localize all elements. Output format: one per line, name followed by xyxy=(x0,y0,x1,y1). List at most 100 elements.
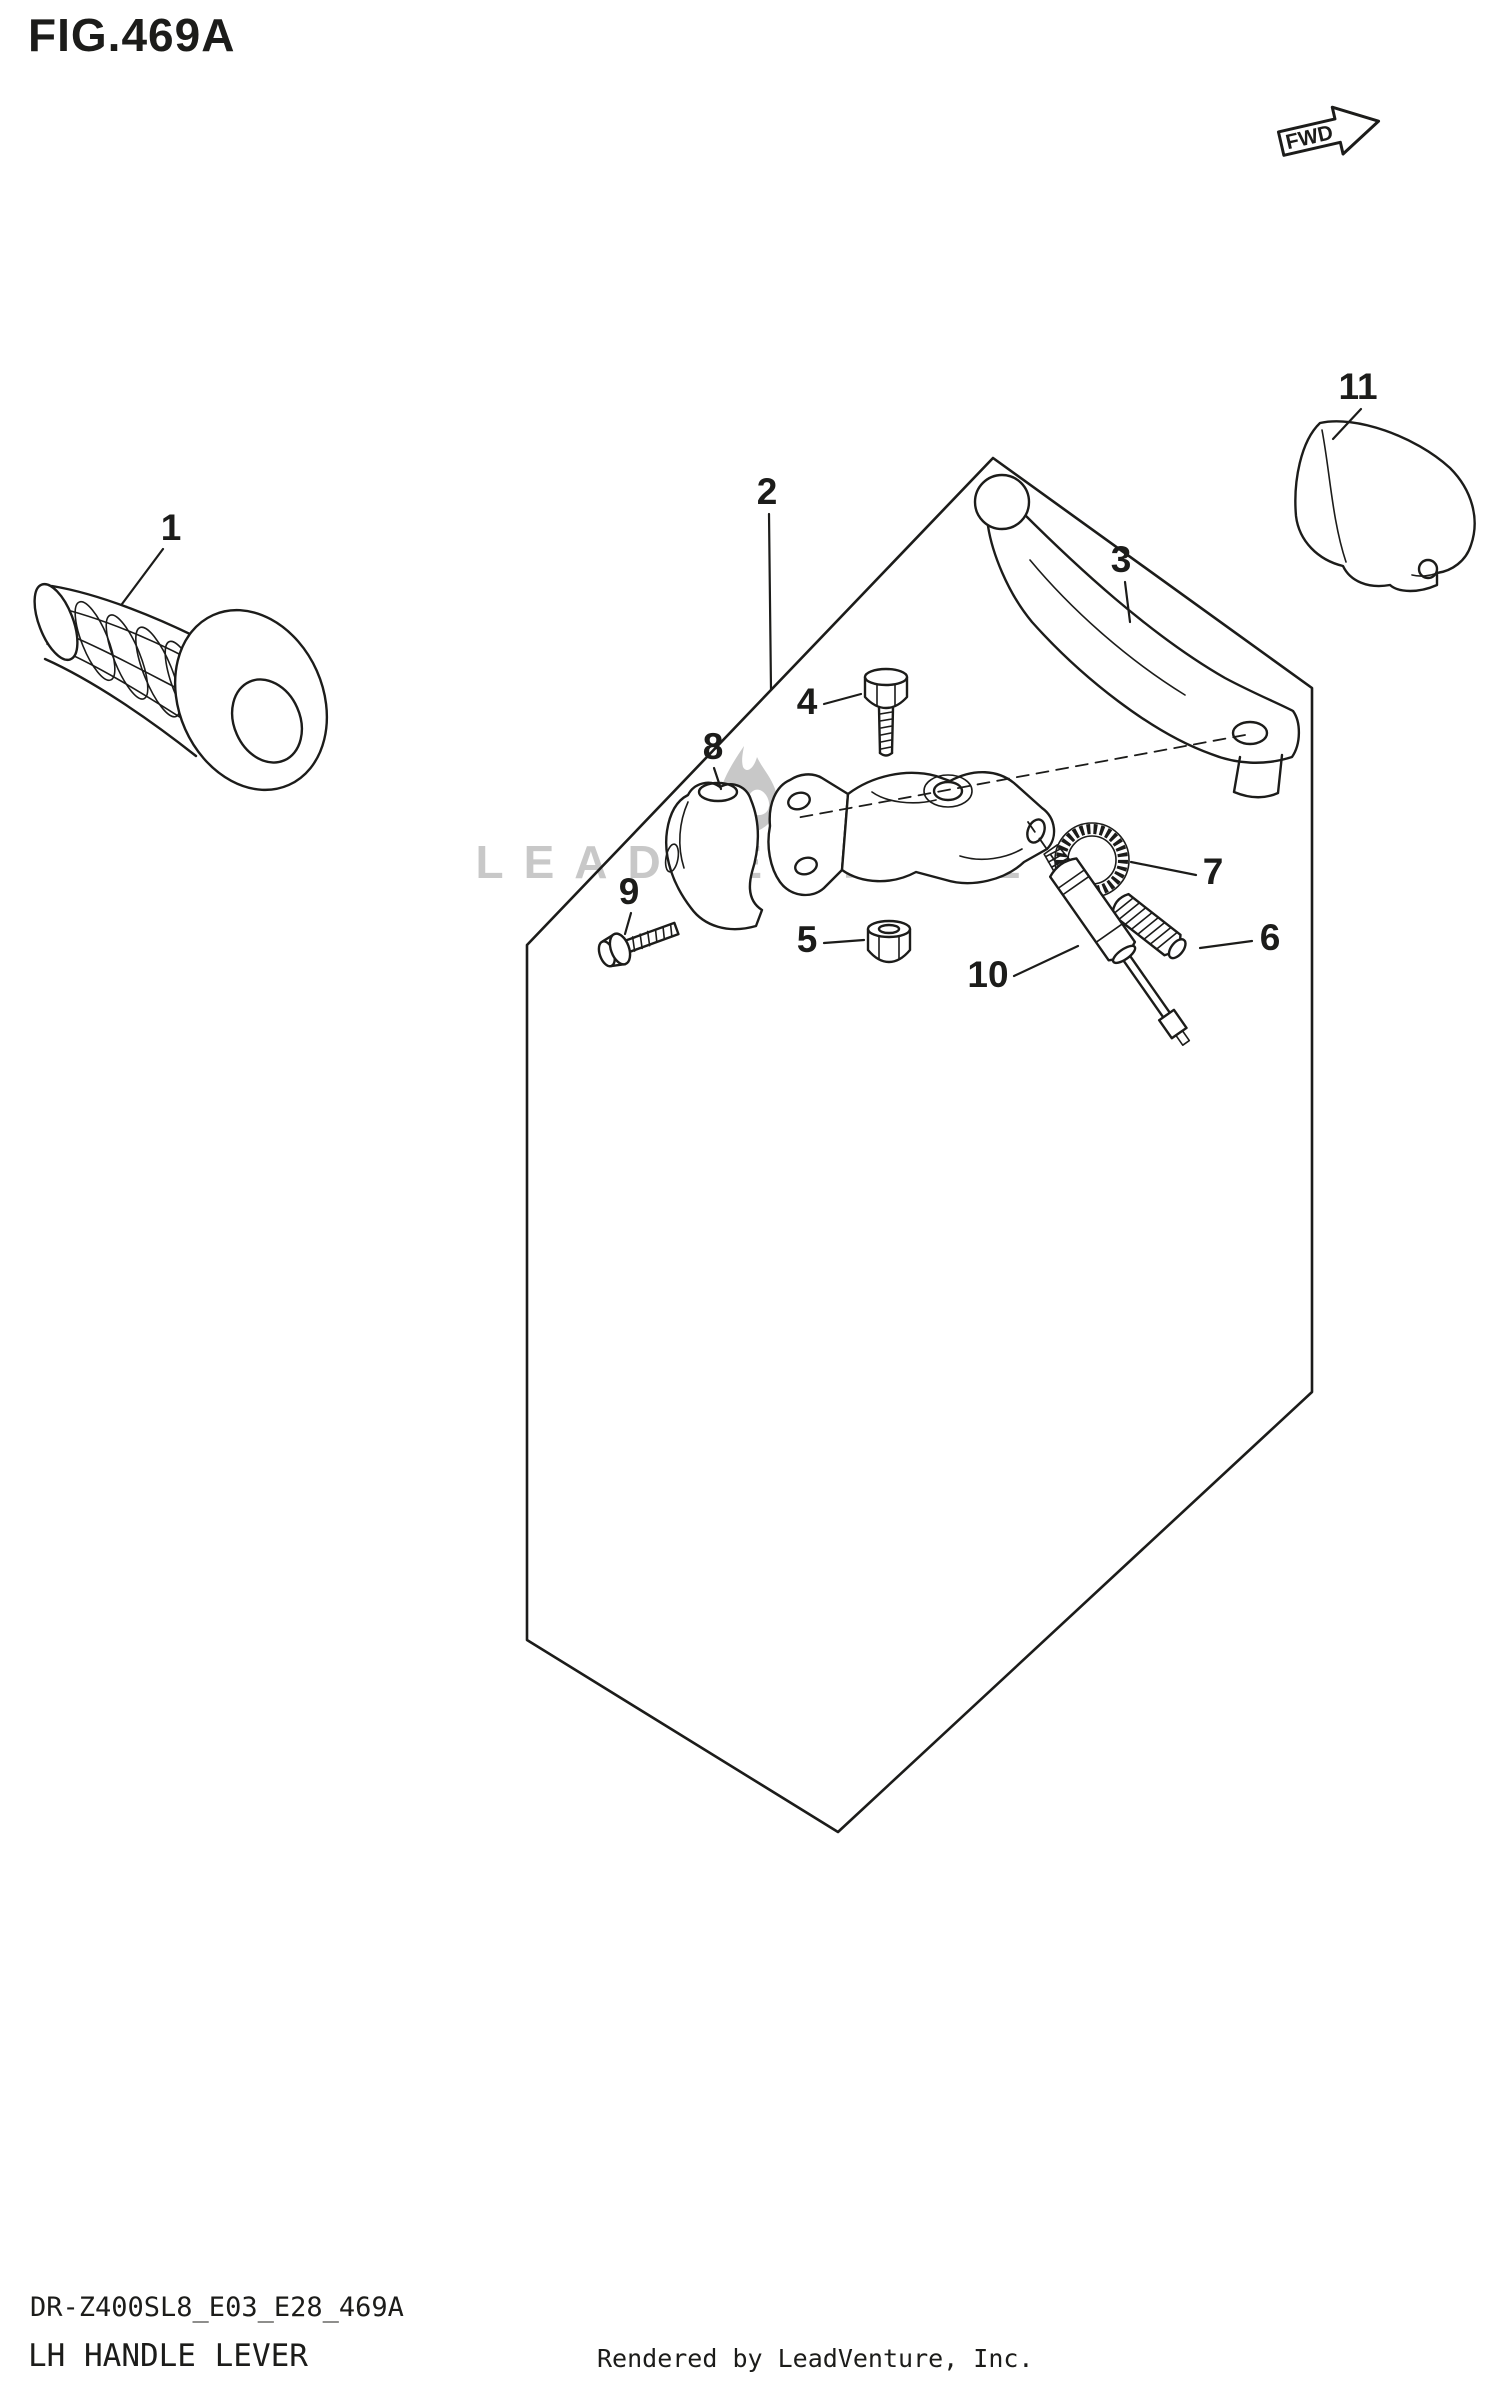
spring-end-cap xyxy=(1167,938,1187,960)
holder-contour xyxy=(679,801,689,869)
callout-7-label: 7 xyxy=(1203,851,1224,892)
adjuster-bands xyxy=(1057,869,1124,944)
callout-3: 3 xyxy=(1111,539,1132,624)
footer-figure-name: LH HANDLE LEVER xyxy=(28,2338,308,2374)
callout-1-label: 1 xyxy=(161,507,182,548)
perch-left-lug xyxy=(767,773,850,897)
perch-adjuster-hole xyxy=(1026,818,1046,844)
callout-7-leader xyxy=(1129,860,1198,877)
grip-body-bottom-edge xyxy=(43,657,198,758)
grip-flange-bore xyxy=(230,678,304,764)
adjuster-end-cap xyxy=(1111,944,1137,965)
callout-10-label: 10 xyxy=(967,954,1008,995)
cover-foot-line xyxy=(1411,572,1438,577)
cable-axis-dashed-line xyxy=(1027,821,1063,872)
perch-lug-hole-top xyxy=(787,791,811,811)
callout-11-label: 11 xyxy=(1338,366,1377,407)
lever-perch-bracket xyxy=(767,771,1056,897)
callout-4: 4 xyxy=(797,681,863,722)
callout-7: 7 xyxy=(1129,851,1224,892)
callout-3-label: 3 xyxy=(1111,539,1132,580)
perch-lug-hole-bottom xyxy=(794,856,818,876)
callout-8: 8 xyxy=(703,726,724,791)
holder-slot xyxy=(664,843,680,873)
cable-line xyxy=(1122,955,1172,1019)
perch-pivot-boss xyxy=(923,774,973,808)
bolt9-threads xyxy=(631,923,673,952)
fwd-direction-indicator: FWD xyxy=(1276,105,1381,157)
bolt9-shaft xyxy=(625,921,680,953)
callout-11: 11 xyxy=(1331,366,1378,441)
part-5-pivot-nut xyxy=(866,919,912,964)
callout-3-leader xyxy=(1123,580,1132,624)
perch-body xyxy=(840,771,1056,885)
nut-hole xyxy=(877,923,901,935)
callout-9: 9 xyxy=(619,871,640,936)
cover-fold-line xyxy=(1321,429,1347,563)
figure-title: FIG.469A xyxy=(28,9,236,61)
perch-pivot-hole xyxy=(932,780,964,802)
part-3-lever xyxy=(973,473,1301,799)
part-6-adjuster-spring xyxy=(1111,892,1187,960)
callout-2-label: 2 xyxy=(757,471,778,512)
callout-5-leader xyxy=(822,938,866,945)
adjuster-threaded-tip xyxy=(1043,844,1073,875)
perch-contour-bottom xyxy=(959,848,1023,861)
nut-top xyxy=(866,919,912,939)
nut-facets xyxy=(878,932,900,960)
cover-outline xyxy=(1294,420,1476,593)
callout-10-leader xyxy=(1012,944,1080,978)
bolt4-head-facets xyxy=(876,682,896,707)
lever-blade xyxy=(986,507,1301,764)
grip-rib-2 xyxy=(105,614,149,700)
assembly-center-lines xyxy=(795,734,1246,872)
callout-6: 6 xyxy=(1198,917,1281,958)
callout-11-leader xyxy=(1331,407,1363,441)
spring-coils xyxy=(1111,897,1179,950)
bolt9-washer xyxy=(608,932,632,966)
grip-flange xyxy=(173,608,329,792)
callout-5: 5 xyxy=(797,919,866,960)
lever-lower-boss xyxy=(1232,753,1284,799)
callout-1-leader xyxy=(120,547,165,606)
fwd-label: FWD xyxy=(1284,121,1336,154)
perch-contour-top xyxy=(871,791,937,804)
lever-pivot-hole xyxy=(1231,720,1269,746)
cable-end-tip xyxy=(1175,1029,1191,1046)
callout-9-leader xyxy=(623,911,633,936)
part-11-lever-cover xyxy=(1294,420,1476,593)
callout-8-label: 8 xyxy=(703,726,724,767)
footer-part-code: DR-Z400SL8_E03_E28_469A xyxy=(30,2292,404,2323)
callout-2: 2 xyxy=(757,471,778,692)
grip-end-cap xyxy=(33,582,79,662)
cable-end-barrel xyxy=(1157,1008,1188,1040)
callout-10: 10 xyxy=(967,944,1080,995)
grip-rib-3 xyxy=(135,626,181,718)
fwd-arrow-icon xyxy=(1276,105,1381,157)
pivot-axis-dashed-line xyxy=(795,734,1246,819)
part-8-lever-holder xyxy=(664,781,764,931)
bolt4-head-top xyxy=(863,667,909,687)
cover-grommet xyxy=(1417,558,1439,580)
callout-8-leader xyxy=(712,766,723,791)
part-9-holder-bolt xyxy=(597,921,680,968)
part-10-cable-adjuster xyxy=(1043,844,1191,1046)
footer-rendered-by: Rendered by LeadVenture, Inc. xyxy=(597,2344,1034,2373)
part-1-grip xyxy=(33,582,329,792)
bolt4-tip xyxy=(878,751,894,757)
part-4-pivot-bolt xyxy=(863,667,909,757)
callout-9-label: 9 xyxy=(619,871,640,912)
part-2-assembly-boundary xyxy=(525,456,1314,1834)
bolt4-threads xyxy=(879,711,893,750)
callout-5-label: 5 xyxy=(797,919,818,960)
lever-ball-end xyxy=(973,473,1031,531)
callout-4-leader xyxy=(822,692,863,706)
bolt4-shaft xyxy=(877,706,895,755)
callout-6-leader xyxy=(1198,939,1254,950)
callout-2-leader xyxy=(767,512,773,692)
callout-1: 1 xyxy=(120,507,182,606)
callout-6-label: 6 xyxy=(1260,917,1281,958)
lever-blade-contour xyxy=(1029,559,1186,696)
